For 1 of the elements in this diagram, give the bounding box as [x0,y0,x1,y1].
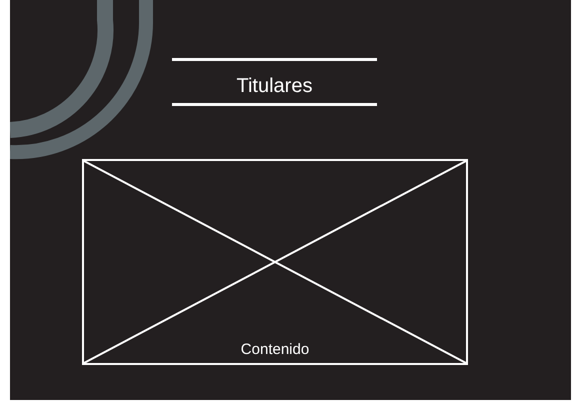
title: Titulares [236,74,314,98]
